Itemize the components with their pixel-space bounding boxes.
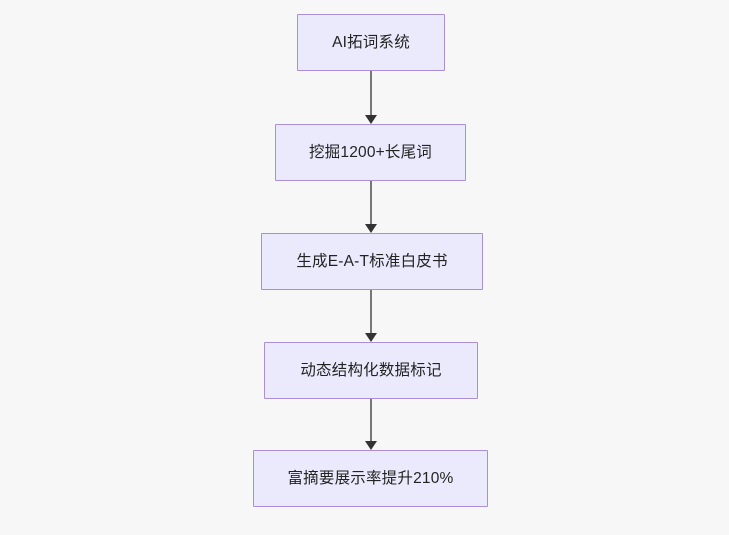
arrowhead-icon xyxy=(365,224,377,233)
flow-node-label: 挖掘1200+长尾词 xyxy=(308,143,433,161)
flow-edge-n1-n2 xyxy=(364,71,378,124)
edge-line xyxy=(370,290,372,334)
flow-node-rich-snippet-result[interactable]: 富摘要展示率提升210% xyxy=(253,450,488,507)
flow-node-structured-data-markup[interactable]: 动态结构化数据标记 xyxy=(264,342,478,399)
flow-node-label: 动态结构化数据标记 xyxy=(300,361,442,379)
flow-edge-n2-n3 xyxy=(364,181,378,233)
flow-node-eat-whitepaper[interactable]: 生成E-A-T标准白皮书 xyxy=(261,233,483,290)
flow-node-label: 生成E-A-T标准白皮书 xyxy=(296,252,448,270)
edge-line xyxy=(370,181,372,225)
arrowhead-icon xyxy=(365,441,377,450)
edge-line xyxy=(370,71,372,116)
arrowhead-icon xyxy=(365,333,377,342)
flow-edge-n3-n4 xyxy=(364,290,378,342)
flow-edge-n4-n5 xyxy=(364,399,378,450)
flow-node-label: AI拓词系统 xyxy=(332,33,410,51)
arrowhead-icon xyxy=(365,115,377,124)
flow-node-label: 富摘要展示率提升210% xyxy=(287,469,454,487)
flow-node-ai-keyword-system[interactable]: AI拓词系统 xyxy=(297,14,445,71)
flow-node-longtail-mining[interactable]: 挖掘1200+长尾词 xyxy=(275,124,466,181)
edge-line xyxy=(370,399,372,442)
